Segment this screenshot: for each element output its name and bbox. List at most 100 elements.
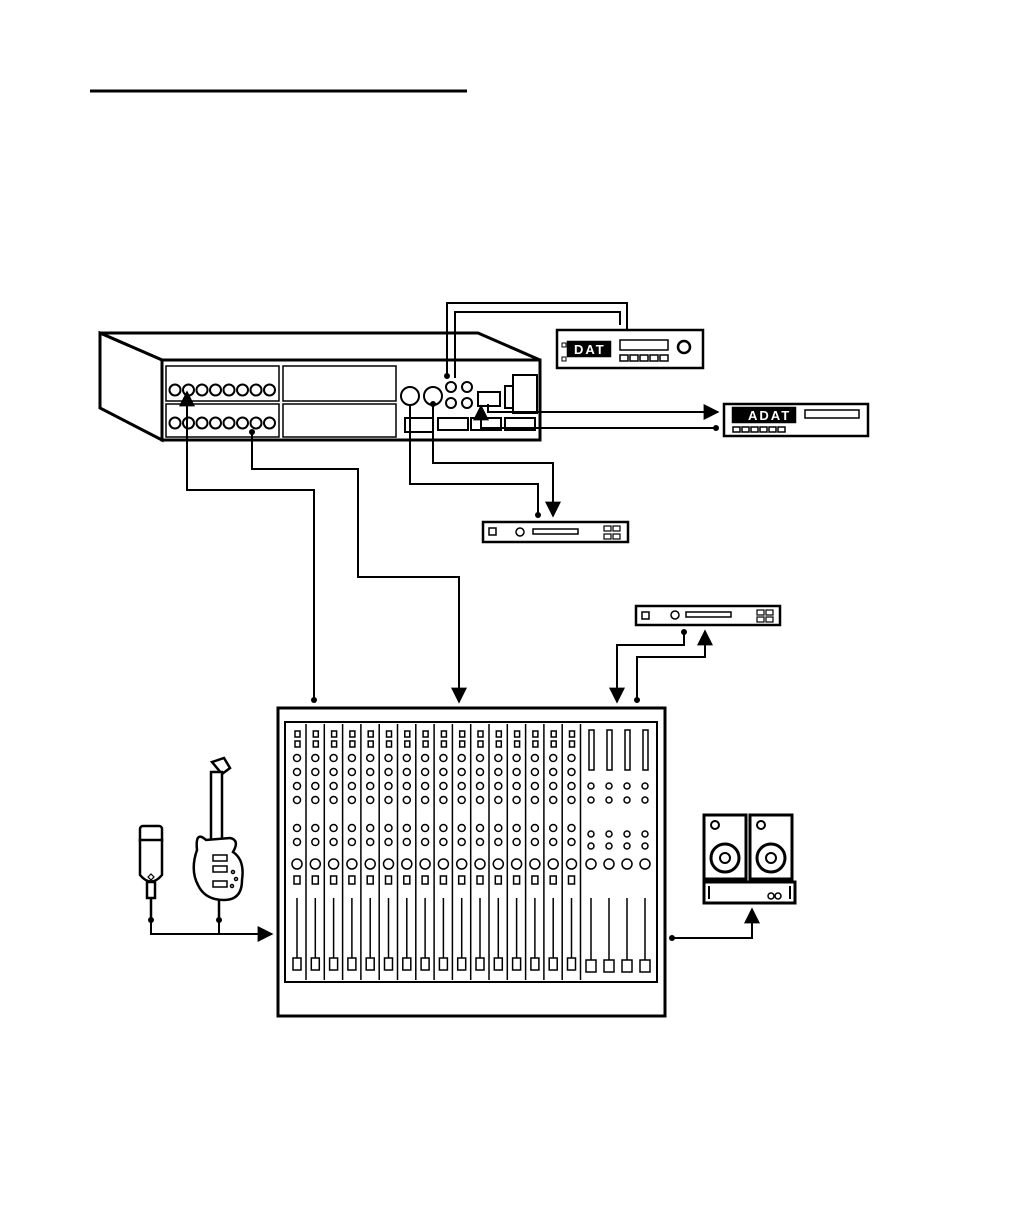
channel-knob [550,839,557,846]
channel-knob [477,797,484,804]
channel-knob [440,839,447,846]
channel-knob [477,783,484,790]
rack-output-jack [224,418,235,429]
channel-knob [495,839,502,846]
channel-knob [367,783,374,790]
rack-input-jack [224,385,235,396]
channel-pan-knob [512,859,522,869]
effects-processor-1 [483,522,628,542]
master-fader-cap [622,960,632,972]
channel-knob [513,839,520,846]
channel-knob [477,825,484,832]
master-knob [624,797,630,803]
master-meter [625,730,630,770]
channel-mute-button [349,876,355,884]
channel-pan-knob [457,859,467,869]
master-knob [642,797,648,803]
channel-knob [367,825,374,832]
channel-button [570,731,575,737]
channel-mute-button [477,876,483,884]
channel-button [533,741,538,747]
channel-button [405,731,410,737]
channel-knob [458,839,465,846]
rack-input-jack [210,385,221,396]
channel-knob [513,825,520,832]
channel-knob [330,755,337,762]
rack-output-jack [170,418,181,429]
channel-knob [403,797,410,804]
channel-mute-button [550,876,556,884]
channel-knob [348,825,355,832]
channel-button [295,741,300,747]
channel-knob [568,839,575,846]
channel-knob [422,769,429,776]
channel-knob [458,797,465,804]
channel-knob [422,755,429,762]
master-knob [642,783,648,789]
channel-button [295,731,300,737]
master-fader-cap [640,960,650,972]
interface-rack-unit [100,333,540,440]
channel-knob [550,825,557,832]
channel-knob [385,769,392,776]
channel-pan-knob [384,859,394,869]
channel-knob [513,783,520,790]
channel-button [570,741,575,747]
master-fader-cap [586,960,596,972]
channel-knob [422,783,429,790]
master-knob [588,797,594,803]
channel-knob [440,769,447,776]
channel-mute-button [569,876,575,884]
channel-knob [312,797,319,804]
channel-button [551,731,556,737]
channel-pan-knob [567,859,577,869]
channel-button [387,731,392,737]
channel-knob [568,755,575,762]
channel-knob [312,783,319,790]
channel-knob [531,783,538,790]
channel-mute-button [312,876,318,884]
channel-knob [458,769,465,776]
rack-output-jack [251,418,262,429]
master-meter [589,730,594,770]
channel-knob [477,755,484,762]
channel-mute-button [367,876,373,884]
channel-pan-knob [310,859,320,869]
channel-knob [403,769,410,776]
channel-mute-button [440,876,446,884]
channel-knob [367,797,374,804]
channel-knob [367,839,374,846]
channel-knob [294,769,301,776]
master-meter [643,730,648,770]
channel-button [332,731,337,737]
rack-output-jack [183,418,194,429]
channel-mute-button [514,876,520,884]
channel-fader-cap [476,958,484,970]
channel-button [423,731,428,737]
channel-knob [568,825,575,832]
adat-label: ADAT [748,408,791,423]
channel-knob [385,783,392,790]
channel-pan-knob [292,859,302,869]
rack-input-jack [183,385,194,396]
channel-knob [477,769,484,776]
channel-knob [495,755,502,762]
channel-knob [312,769,319,776]
channel-knob [458,825,465,832]
rack-output-jack [197,418,208,429]
channel-knob [312,839,319,846]
channel-knob [385,797,392,804]
master-knob [642,831,648,837]
channel-knob [440,797,447,804]
channel-knob [531,797,538,804]
channel-button [313,731,318,737]
channel-knob [367,769,374,776]
rack-output-jack [237,418,248,429]
channel-button [368,731,373,737]
master-knob [588,831,594,837]
channel-pan-knob [548,859,558,869]
channel-button [551,741,556,747]
channel-fader-cap [330,958,338,970]
channel-knob [348,797,355,804]
